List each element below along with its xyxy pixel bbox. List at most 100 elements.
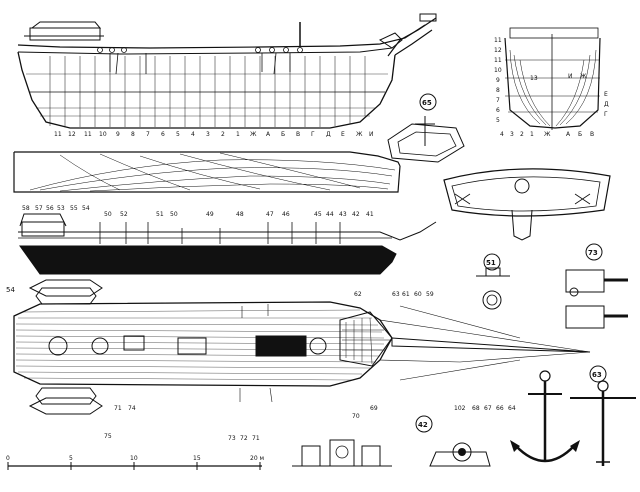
frame-number: 11 [84,131,92,138]
body-plan-label: Д [604,101,609,108]
side-elevation: 11 12 11 10 9 8 7 6 5 4 3 2 1 Ж А Б В Г … [17,13,437,138]
hull-profile: 58 57 56 53 55 54 50 52 51 50 49 48 47 4… [6,205,437,294]
frame-number: Ж [356,131,363,138]
body-plan-label: А [566,131,571,138]
deck-plan: 62 63 61 60 59 75 71 74 73 72 71 70 69 1… [13,287,591,442]
callout: 66 [496,405,504,412]
callout: 54 [6,286,15,294]
callout: 41 [366,211,374,218]
body-plan-label: 11 [494,57,502,64]
callout: 42 [352,211,360,218]
callout: 55 [70,205,78,212]
callout: 43 [339,211,347,218]
callout: 56 [46,205,54,212]
body-plan-label: 11 [494,37,502,44]
frame-number: Г [311,131,315,138]
callout: 54 [82,205,90,212]
body-plan-label: И [568,73,573,80]
callout: 71 [114,405,122,412]
callout: 70 [352,413,360,420]
body-plan-label: 7 [496,97,500,104]
body-plan-label: 13 [530,75,538,82]
callout: 57 [35,205,43,212]
body-plan: 13 И Ж Е Д Г 11 12 11 10 9 8 7 6 5 4 3 2… [494,27,609,138]
callout: 75 [104,433,112,440]
scale-tick: 10 [130,455,138,462]
callout: 64 [508,405,516,412]
hatch-detail: 65 [387,93,465,163]
body-plan-label: В [590,131,594,138]
scale-bar: 0 5 10 15 20 м [6,455,264,470]
frame-number: Д [326,131,331,138]
body-plan-label: 6 [496,107,500,114]
anchor-detail: 63 [510,365,636,466]
frame-number: 5 [176,131,180,138]
detail-number: 73 [588,249,598,257]
scale-tick: 15 [193,455,201,462]
body-plan-label: 10 [494,67,502,74]
body-plan-label: 1 [530,131,534,138]
frame-number: 11 [54,131,62,138]
callout: 59 [426,291,434,298]
ship-boat [28,279,103,415]
callout: 72 [240,435,248,442]
body-plan-label: Б [578,131,582,138]
callout: 53 [57,205,65,212]
frame-number: И [369,131,374,138]
frame-number: Ж [250,131,257,138]
body-plan-label: Г [604,111,608,118]
frame-number: Е [341,131,345,138]
stern-view [443,168,611,241]
frame-number: 9 [116,131,120,138]
frame-number: В [296,131,300,138]
callout: 44 [326,211,334,218]
frame-number: 6 [161,131,165,138]
body-plan-label: Е [604,91,608,98]
frame-number: 10 [99,131,107,138]
body-plan-label: 12 [494,47,502,54]
callout: 73 [228,435,236,442]
detail-number: 63 [592,371,602,379]
callout: 48 [236,211,244,218]
frame-number: 8 [131,131,135,138]
detail-number: 51 [486,259,496,267]
body-plan-label: 3 [510,131,514,138]
scale-tick: 20 м [250,455,264,462]
frame-number: 7 [146,131,150,138]
callout: 102 [454,405,466,412]
capstan-detail: 42 [292,415,491,467]
body-plan-label: Ж [544,131,551,138]
scale-tick: 0 [6,455,10,462]
detail-number: 42 [418,421,428,429]
body-plan-label: 8 [496,87,500,94]
cleat-detail: 51 [476,253,510,310]
scale-tick: 5 [69,455,73,462]
frame-number: 1 [236,131,240,138]
callout: 74 [128,405,136,412]
callout: 45 [314,211,322,218]
callout: 47 [266,211,274,218]
callout: 52 [120,211,128,218]
callout: 71 [252,435,260,442]
body-plan-label: 9 [496,77,500,84]
frame-number: 3 [206,131,210,138]
callout: 46 [282,211,290,218]
body-plan-label: 2 [520,131,524,138]
frame-number: 12 [68,131,76,138]
callout: 49 [206,211,214,218]
body-plan-label: 4 [500,131,504,138]
callout: 67 [484,405,492,412]
callout: 63 [392,291,400,298]
frame-number: 2 [221,131,225,138]
callout: 60 [414,291,422,298]
callout: 58 [22,205,30,212]
frame-number: Б [281,131,285,138]
body-plan-label: Ж [580,73,587,80]
detail-number: 65 [422,99,432,107]
gun-detail: 73 [565,243,628,329]
callout: 69 [370,405,378,412]
callout: 62 [354,291,362,298]
frame-number: 4 [191,131,195,138]
callout: 50 [104,211,112,218]
